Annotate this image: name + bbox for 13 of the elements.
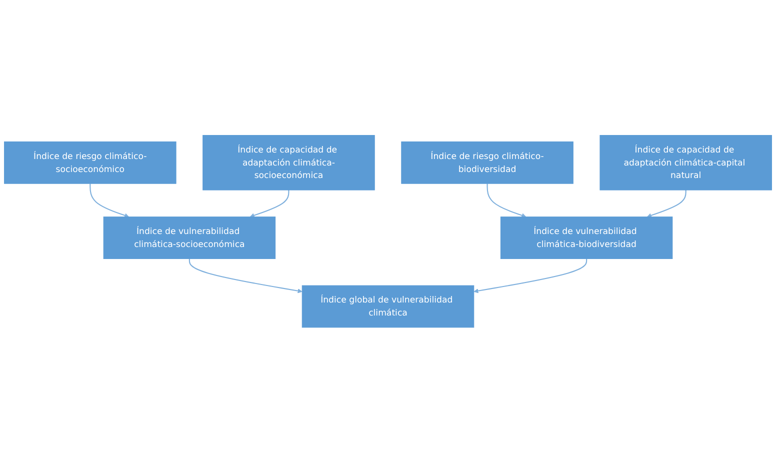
arrow xyxy=(250,190,290,218)
arrow xyxy=(646,190,686,218)
node-box: Índice de vulnerabilidad climática-biodiversidad xyxy=(500,216,673,260)
node-box: Índice global de vulnerabilidad climática xyxy=(302,285,474,328)
node-box: Índice de vulnerabilidad climática-socioeconómica xyxy=(103,216,276,260)
node-box: Índice de capacidad de adaptación climática-socioeconómica xyxy=(202,135,375,190)
arrow xyxy=(474,258,588,294)
node-box: Índice de capacidad de adaptación climática-capital natural xyxy=(600,135,772,190)
node-box: Índice de riesgo climático-biodiversidad xyxy=(401,142,574,184)
arrow xyxy=(188,258,302,294)
arrow xyxy=(486,184,526,218)
node-box: Índice de riesgo climático-socioeconómico xyxy=(4,142,176,184)
arrow xyxy=(90,184,130,218)
